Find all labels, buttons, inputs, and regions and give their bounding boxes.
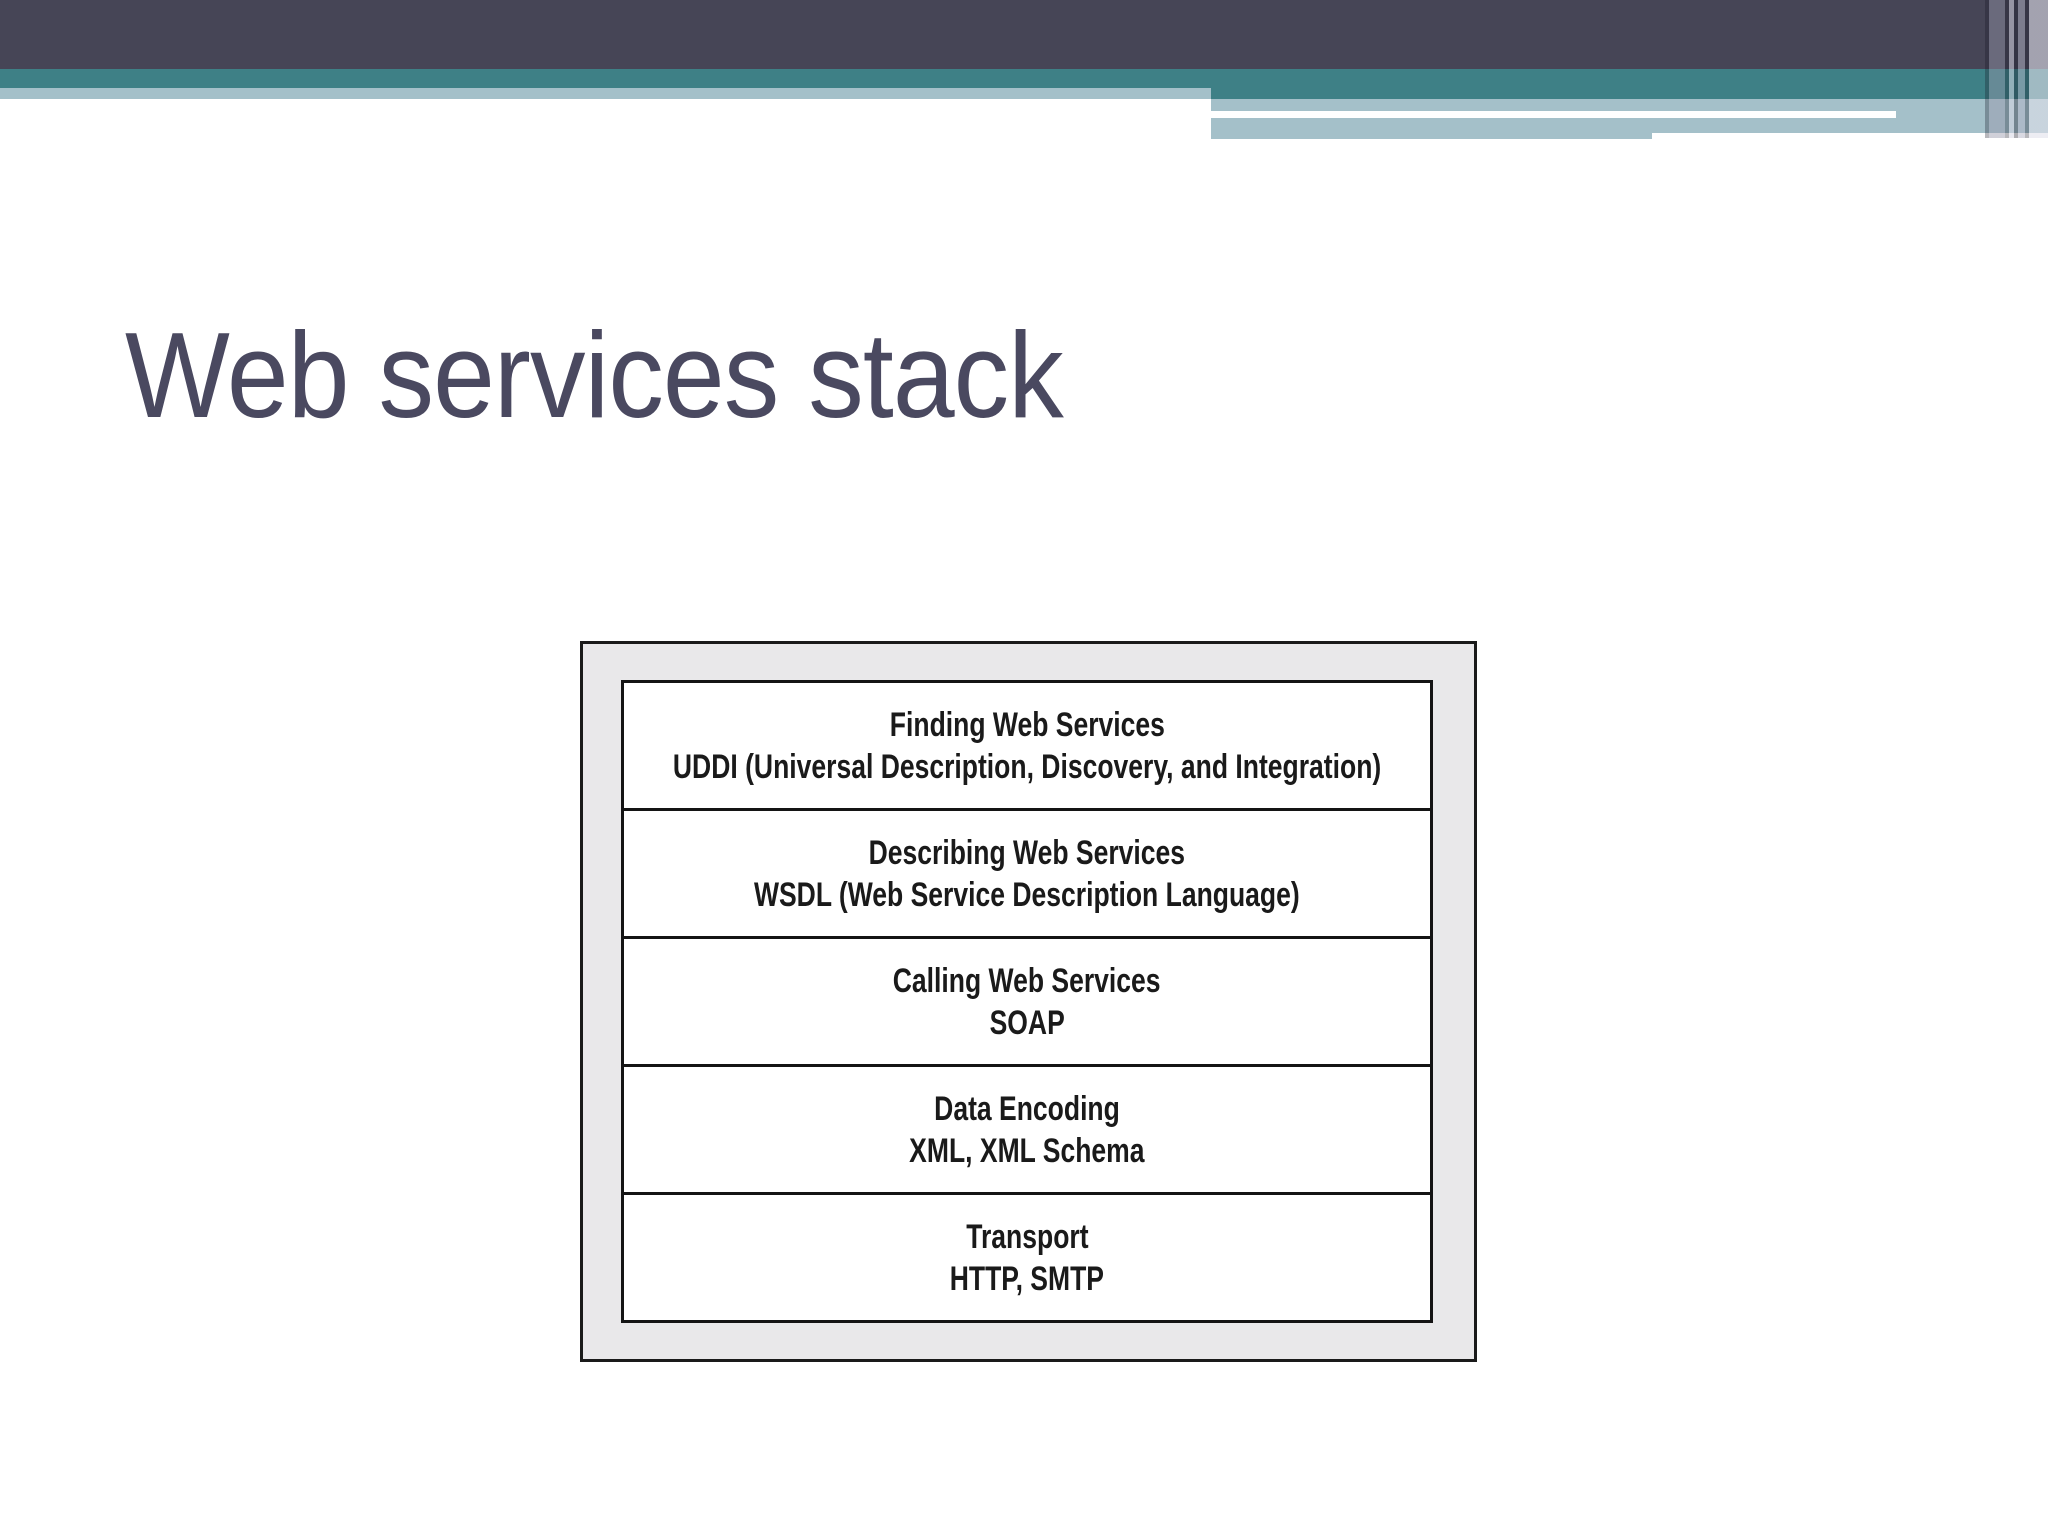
page-title: Web services stack — [125, 307, 1064, 443]
layer-subtitle: SOAP — [989, 1003, 1065, 1042]
layer-subtitle: WSDL (Web Service Description Language) — [754, 875, 1300, 914]
web-services-stack-diagram: Finding Web Services UDDI (Universal Des… — [621, 680, 1433, 1323]
layer-subtitle: UDDI (Universal Description, Discovery, … — [672, 747, 1382, 786]
stack-layer-calling: Calling Web Services SOAP — [624, 939, 1430, 1067]
layer-subtitle: HTTP, SMTP — [949, 1259, 1105, 1298]
layer-subtitle: XML, XML Schema — [909, 1131, 1145, 1170]
header-white-stripe — [1211, 111, 1896, 118]
stack-layer-data-encoding: Data Encoding XML, XML Schema — [624, 1067, 1430, 1195]
layer-title: Transport — [965, 1217, 1089, 1256]
stack-layer-finding: Finding Web Services UDDI (Universal Des… — [624, 683, 1430, 811]
layer-title: Calling Web Services — [893, 961, 1161, 1000]
layer-title: Data Encoding — [934, 1089, 1120, 1128]
layer-title: Describing Web Services — [868, 833, 1186, 872]
header-light-bar-foot — [1211, 133, 1652, 139]
header-dark-bar — [0, 0, 2048, 69]
layer-title: Finding Web Services — [889, 705, 1165, 744]
header-teal-stripe — [0, 69, 2048, 88]
stack-layer-describing: Describing Web Services WSDL (Web Servic… — [624, 811, 1430, 939]
header-light-stripe-left — [0, 88, 1211, 99]
header-teal-stripe-right — [1211, 88, 2048, 99]
stack-layer-transport: Transport HTTP, SMTP — [624, 1195, 1430, 1320]
corner-stripes-decoration — [1985, 0, 2048, 138]
